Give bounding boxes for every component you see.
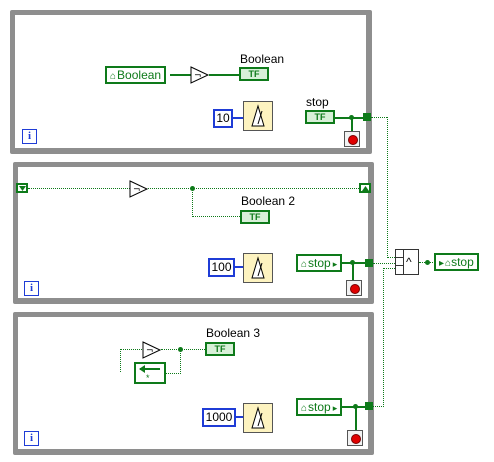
wire — [387, 117, 388, 258]
tunnel — [363, 113, 371, 121]
wire — [236, 416, 244, 418]
svg-text:¬: ¬ — [133, 185, 141, 195]
stop-local-variable-2[interactable]: ⌂stop▸ — [296, 254, 343, 272]
svg-text:¬: ¬ — [146, 346, 154, 356]
tunnel — [365, 259, 373, 267]
while-loop-3[interactable] — [13, 312, 374, 455]
iteration-terminal-1: i — [22, 129, 37, 144]
wire — [351, 117, 353, 133]
boolean-local-label: Boolean — [117, 68, 162, 82]
and-input-terminals — [396, 250, 404, 274]
conditional-stop-terminal[interactable] — [347, 430, 363, 446]
wait-ms-constant-100[interactable]: 100 — [208, 258, 235, 277]
local-variable-icon: ⌂ — [301, 403, 308, 414]
wire — [148, 188, 359, 189]
terminal-arrow-icon: ▸ — [332, 259, 338, 269]
wire — [161, 349, 205, 350]
wire — [192, 188, 193, 217]
boolean-3-indicator-label: Boolean 3 — [206, 326, 261, 340]
not-gate-icon[interactable]: ¬ — [190, 66, 210, 84]
wire — [373, 263, 395, 264]
wire — [387, 257, 395, 258]
feedback-init-icon: * — [146, 373, 150, 383]
wait-ms-function-icon[interactable] — [243, 253, 273, 283]
not-gate-icon[interactable]: ¬ — [142, 341, 162, 359]
while-loop-1[interactable] — [10, 10, 372, 154]
wire — [352, 262, 354, 282]
terminal-arrow-icon: ▸ — [332, 403, 338, 413]
stop-local-label: stop — [308, 256, 331, 270]
boolean-indicator[interactable]: TF — [239, 67, 269, 81]
wire — [120, 349, 121, 372]
wire — [355, 406, 357, 431]
wire — [373, 406, 384, 407]
terminal-arrow-icon: ▸ — [439, 258, 445, 269]
local-variable-icon: ⌂ — [110, 71, 117, 82]
stop-button-terminal[interactable]: TF — [305, 110, 335, 124]
boolean-2-indicator[interactable]: TF — [240, 210, 270, 224]
tunnel — [365, 402, 373, 410]
boolean-2-indicator-label: Boolean 2 — [241, 194, 296, 208]
wire — [383, 268, 395, 269]
stop-local-label: stop — [308, 400, 331, 414]
wire — [166, 373, 181, 374]
while-loop-2[interactable] — [13, 162, 374, 304]
wire — [170, 74, 192, 76]
stop-local-variable-3[interactable]: ⌂stop▸ — [296, 398, 343, 416]
wire — [383, 268, 384, 407]
wire — [192, 216, 240, 217]
feedback-arrow-icon — [139, 365, 160, 373]
stop-output-label: stop — [451, 255, 474, 269]
wire — [235, 266, 244, 268]
local-variable-icon: ⌂ — [445, 258, 452, 269]
wire — [120, 349, 142, 350]
shift-register-right[interactable] — [359, 183, 371, 193]
metronome-icon — [251, 406, 265, 429]
wait-ms-function-icon[interactable] — [243, 101, 273, 131]
feedback-node[interactable]: * — [134, 362, 166, 384]
wire — [371, 117, 387, 118]
wait-ms-constant-1000[interactable]: 1000 — [202, 408, 236, 427]
wire — [28, 188, 130, 189]
iteration-terminal-3: i — [24, 431, 39, 446]
wait-ms-function-icon[interactable] — [243, 403, 273, 433]
stop-local-variable-output[interactable]: ▸⌂stop — [434, 253, 479, 271]
not-gate-icon[interactable]: ¬ — [129, 180, 149, 198]
boolean-3-indicator[interactable]: TF — [205, 342, 235, 356]
wire — [209, 74, 240, 76]
wait-ms-constant-10[interactable]: 10 — [213, 109, 233, 128]
local-variable-icon: ⌂ — [301, 259, 308, 270]
boolean-local-variable[interactable]: ⌂Boolean — [105, 66, 167, 84]
conditional-stop-terminal[interactable] — [344, 131, 360, 147]
metronome-icon — [251, 256, 265, 279]
metronome-icon — [251, 104, 265, 127]
iteration-terminal-2: i — [24, 281, 39, 296]
wire-junction — [425, 260, 430, 265]
and-symbol: ^ — [406, 255, 412, 269]
stop-label: stop — [306, 95, 329, 109]
wire — [233, 117, 244, 119]
svg-text:¬: ¬ — [194, 71, 202, 81]
conditional-stop-terminal[interactable] — [346, 280, 362, 296]
wire — [180, 349, 181, 374]
compound-and-function[interactable]: ^ — [395, 249, 419, 275]
shift-register-left[interactable] — [16, 183, 28, 193]
boolean-indicator-label: Boolean — [240, 52, 285, 66]
